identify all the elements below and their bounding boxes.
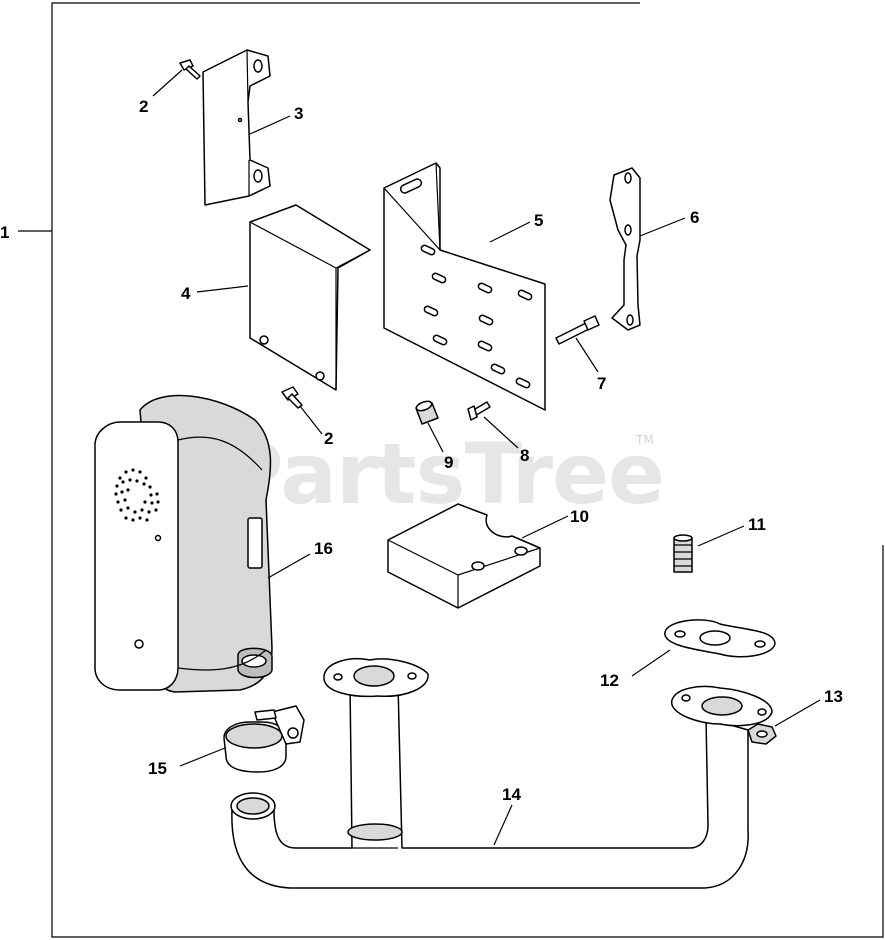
assembly-frame: [51, 2, 884, 938]
watermark: PartsTree TM: [222, 425, 665, 523]
part-10-gasket-plate: [387, 503, 541, 609]
part-6-strap-bracket: [609, 167, 641, 331]
callout-8[interactable]: 8: [520, 446, 529, 465]
callout-3[interactable]: 3: [294, 104, 303, 123]
part-2-screw-middle: [281, 386, 303, 409]
part-4-heat-shield: [249, 204, 371, 391]
callout-13[interactable]: 13: [824, 687, 843, 706]
part-2-screw-top: [179, 59, 201, 80]
part-16-muffler: [94, 394, 273, 693]
part-7-bolt: [555, 315, 600, 345]
callout-2-mid[interactable]: 2: [324, 429, 333, 448]
part-5-mounting-plate: [383, 162, 546, 411]
callout-7[interactable]: 7: [597, 374, 606, 393]
callout-6[interactable]: 6: [690, 208, 699, 227]
part-12-flange-gasket: [664, 619, 776, 658]
watermark-tm: TM: [635, 433, 654, 447]
callout-14[interactable]: 14: [502, 785, 521, 804]
part-3-bracket: [202, 49, 271, 206]
callout-1[interactable]: 1: [0, 223, 9, 242]
callout-11[interactable]: 11: [748, 515, 766, 534]
part-14-exhaust-pipe: [230, 658, 773, 889]
callout-9[interactable]: 9: [444, 453, 453, 472]
callout-2-top[interactable]: 2: [139, 97, 148, 116]
callout-10[interactable]: 10: [570, 507, 589, 526]
callout-12[interactable]: 12: [600, 671, 619, 690]
part-15-clamp: [223, 705, 305, 773]
part-8-screw: [467, 401, 491, 421]
callout-15[interactable]: 15: [148, 759, 167, 778]
callout-4[interactable]: 4: [181, 284, 191, 303]
callout-5[interactable]: 5: [534, 211, 543, 230]
watermark-text: PartsTree: [222, 425, 664, 523]
part-13-nut: [747, 723, 777, 745]
muffler-vent-holes: [114, 468, 160, 522]
callout-16[interactable]: 16: [314, 539, 333, 558]
leader-lines: [18, 69, 821, 846]
part-9-spacer: [415, 400, 439, 425]
part-11-stud: [673, 534, 693, 573]
callout-labels: 1 2 2 3 4 5 6 7 8 9 10 11 12 13 14 15 16: [0, 97, 843, 804]
plate-slots: [420, 244, 533, 389]
